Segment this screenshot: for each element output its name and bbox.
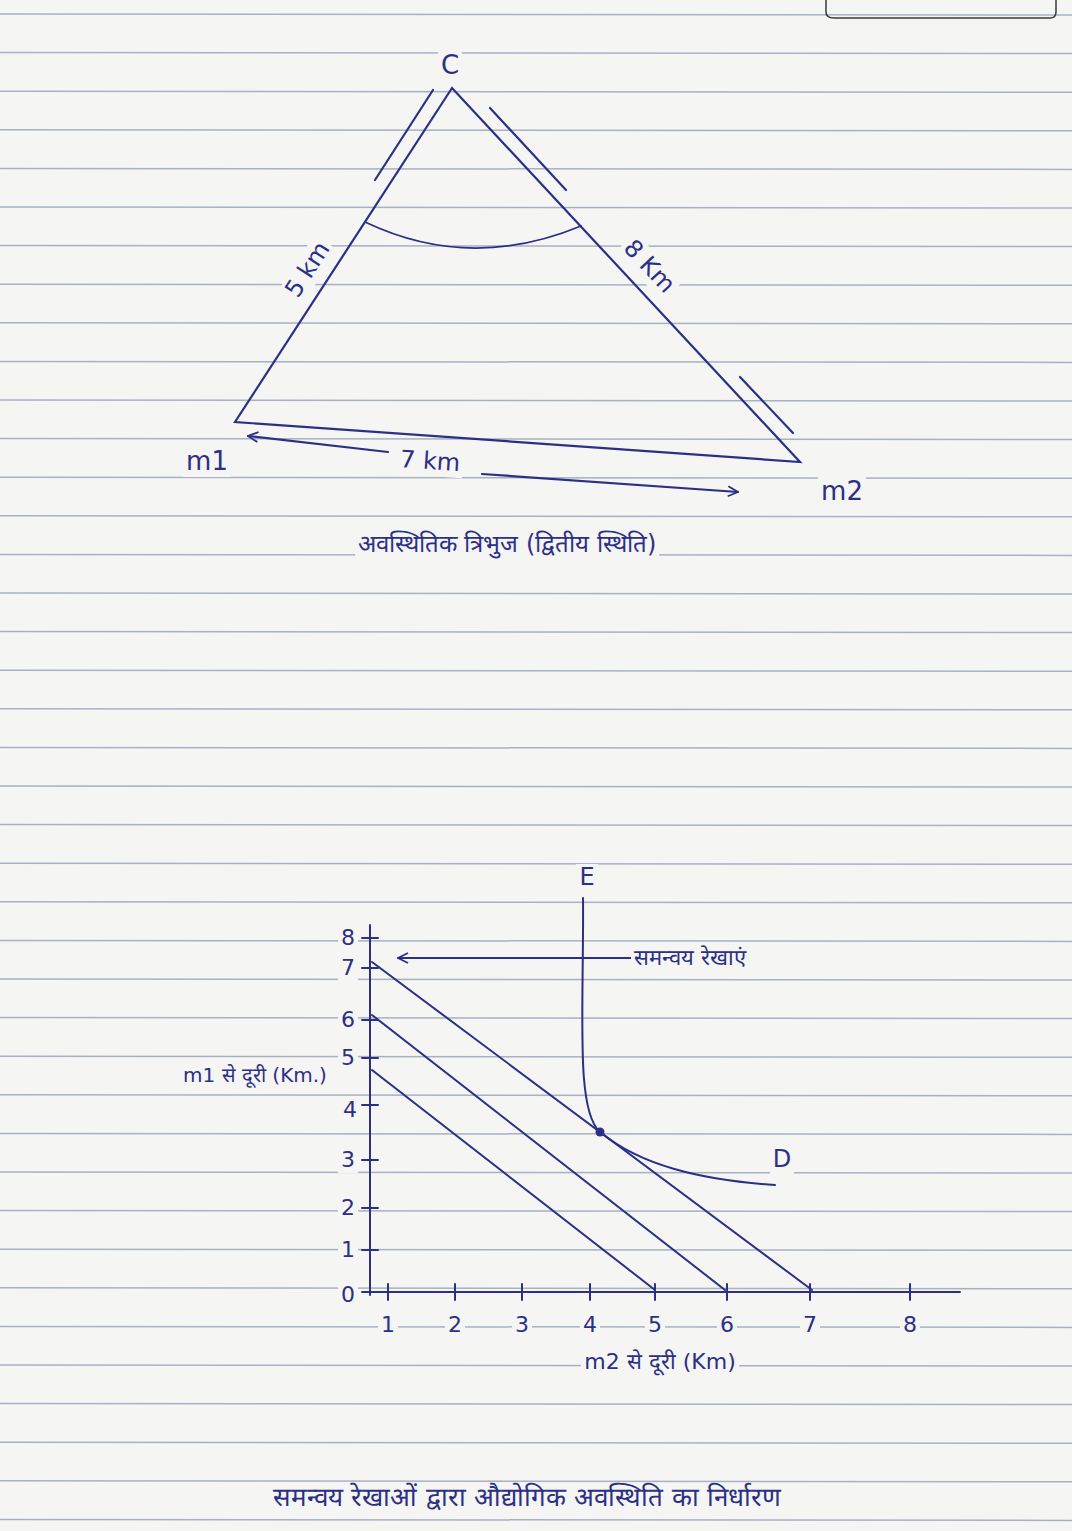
- tick-label: 0: [338, 1282, 358, 1307]
- ruled-line: [0, 91, 1072, 92]
- ruled-line: [0, 786, 1072, 787]
- ruled-line: [0, 516, 1072, 517]
- coordination-line: [372, 962, 812, 1290]
- ruled-line: [0, 246, 1072, 247]
- figure-caption: समन्वय रेखाओं द्वारा औद्योगिक अवस्थिति क…: [270, 1483, 784, 1513]
- ruled-line: [0, 1365, 1072, 1366]
- ruled-line: [0, 439, 1072, 440]
- vertex-label: C: [438, 51, 462, 81]
- side-length: 5 km: [278, 235, 337, 306]
- ruled-line: [0, 1056, 1072, 1057]
- side-length: 7 km: [396, 446, 464, 478]
- ruled-line: [0, 168, 1072, 169]
- tick-label: 5: [338, 1045, 358, 1070]
- tick-label: 4: [580, 1312, 600, 1337]
- ruled-line: [0, 14, 1072, 15]
- ruled-line: [0, 1442, 1072, 1443]
- coordination-line: [372, 1015, 725, 1290]
- date-box: [826, 0, 1056, 18]
- ruled-lines: [0, 14, 1072, 1520]
- tick-label: 5: [645, 1312, 665, 1337]
- triangle-sides: [235, 88, 800, 462]
- tick-label: 8: [338, 925, 358, 950]
- ruled-line: [0, 632, 1072, 633]
- y-axis: [369, 925, 371, 1295]
- angle-arc: [365, 222, 581, 248]
- tick-label: 2: [338, 1195, 358, 1220]
- dimension-arrow: [482, 474, 738, 492]
- axis-title: m2 से दूरी (Km): [581, 1349, 738, 1374]
- tick-label: 7: [338, 955, 358, 980]
- ruled-line: [0, 361, 1072, 362]
- side-length: 8 Km: [616, 233, 683, 302]
- tick-label: 6: [717, 1312, 737, 1337]
- tick-label: 7: [800, 1312, 820, 1337]
- ruled-line: [0, 400, 1072, 401]
- ruled-line: [0, 1172, 1072, 1173]
- ruled-line: [0, 1519, 1072, 1520]
- figure-caption: अवस्थितिक त्रिभुज (द्वितीय स्थिति): [355, 531, 660, 559]
- ruled-line: [0, 1249, 1072, 1250]
- ruled-line: [0, 323, 1072, 324]
- curve-label: D: [770, 1146, 794, 1174]
- location-triangle: [235, 88, 800, 492]
- ruled-line: [0, 863, 1072, 864]
- axis-title: m1 से दूरी (Km.): [180, 1064, 330, 1087]
- ruled-line: [0, 593, 1072, 594]
- ruled-line: [0, 747, 1072, 748]
- y-ticks: [362, 938, 378, 1250]
- vertex-label: m1: [183, 447, 231, 477]
- tick-label: 2: [445, 1312, 465, 1337]
- ruled-line: [0, 825, 1072, 826]
- isodapane-curve: [582, 898, 775, 1185]
- curve-label: E: [576, 864, 597, 892]
- tick-label: 1: [378, 1312, 398, 1337]
- ruled-line: [0, 130, 1072, 131]
- ruled-line: [0, 709, 1072, 710]
- tick-label: 3: [512, 1312, 532, 1337]
- line-label: समन्वय रेखाएं: [631, 945, 749, 970]
- tick-label: 8: [900, 1312, 920, 1337]
- ruled-line: [0, 1211, 1072, 1212]
- vertex-label: m2: [818, 477, 866, 507]
- coordination-line: [372, 1070, 655, 1290]
- ruled-line: [0, 940, 1072, 941]
- x-axis: [362, 1291, 960, 1293]
- ruled-line: [0, 1481, 1072, 1482]
- ruled-line: [0, 207, 1072, 208]
- ruled-line: [0, 902, 1072, 903]
- tick-label: 6: [338, 1007, 358, 1032]
- ruled-line: [0, 1288, 1072, 1289]
- ruled-line: [0, 1018, 1072, 1019]
- dimension-line: [490, 108, 566, 190]
- ruled-line: [0, 1404, 1072, 1405]
- ruled-line: [0, 1095, 1072, 1096]
- isodapane-graph: [362, 898, 960, 1300]
- tangent-point: [596, 1128, 605, 1137]
- ruled-line: [0, 284, 1072, 285]
- tick-label: 1: [338, 1237, 358, 1262]
- ruled-line: [0, 53, 1072, 54]
- ruled-line: [0, 1133, 1072, 1134]
- dimension-line: [375, 90, 433, 180]
- pointer-arrow: [398, 957, 636, 959]
- dimension-arrow: [248, 436, 388, 452]
- dimension-line: [740, 377, 793, 433]
- tick-label: 3: [338, 1147, 358, 1172]
- tick-label: 4: [340, 1097, 360, 1122]
- ruled-line: [0, 670, 1072, 671]
- ruled-line: [0, 979, 1072, 980]
